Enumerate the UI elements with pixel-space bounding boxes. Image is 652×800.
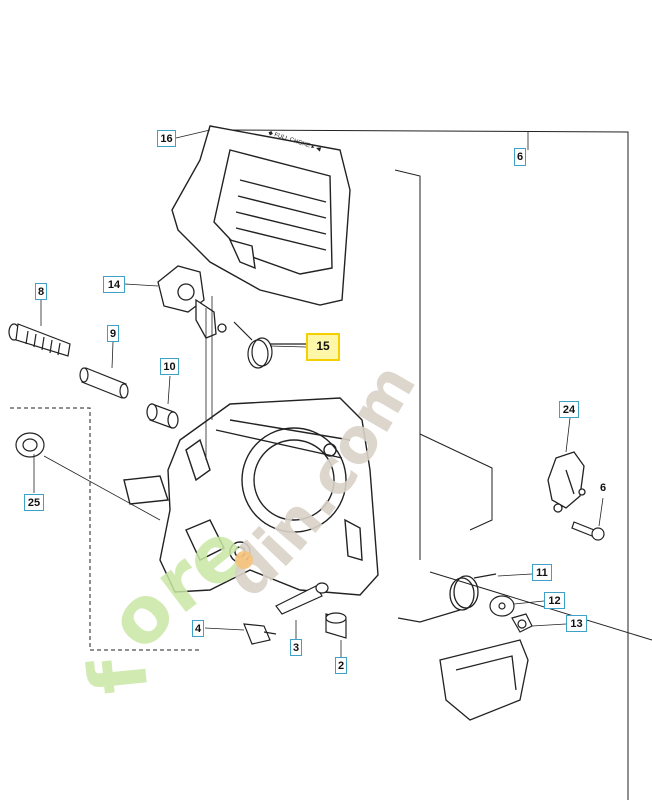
callout-24[interactable]: 24 <box>559 401 579 418</box>
callout-6-top[interactable]: 6 <box>514 148 526 166</box>
callout-10[interactable]: 10 <box>160 358 179 375</box>
pin-part-3 <box>275 582 329 615</box>
watermark-orange-dot <box>235 551 253 569</box>
callout-25[interactable]: 25 <box>24 494 44 511</box>
washer-part-25 <box>15 432 45 458</box>
starter-cover-part-16: ◆ FULL CHOKE ▸ ◀ <box>171 125 351 306</box>
callout-14[interactable]: 14 <box>103 276 125 293</box>
washer-part-12 <box>489 595 515 617</box>
sleeve-part-9 <box>79 367 129 399</box>
frame-lines <box>10 129 652 800</box>
callout-15-highlighted[interactable]: 15 <box>306 333 340 361</box>
callout-4[interactable]: 4 <box>192 620 204 637</box>
sleeve-part-2 <box>325 612 347 639</box>
stud-part-4 <box>243 623 277 645</box>
bushing-part-10 <box>146 403 179 429</box>
callout-6-lower: 6 <box>599 482 607 494</box>
nut-part-13 <box>511 613 533 633</box>
guide-fragment <box>439 639 529 721</box>
bolt-part-8 <box>8 323 71 357</box>
callout-9[interactable]: 9 <box>107 325 119 342</box>
spring-part-11 <box>397 573 497 623</box>
callout-13[interactable]: 13 <box>566 615 587 632</box>
leader-lines <box>33 129 604 658</box>
callout-8[interactable]: 8 <box>35 283 47 300</box>
lever-part-14 <box>157 265 227 339</box>
callout-3[interactable]: 3 <box>290 639 302 656</box>
callout-11[interactable]: 11 <box>532 564 552 581</box>
callout-2[interactable]: 2 <box>335 657 347 674</box>
trigger-part-24 <box>547 451 586 513</box>
spring-part-15 <box>233 321 306 369</box>
crankcase-body <box>123 397 379 596</box>
callout-16[interactable]: 16 <box>157 130 176 147</box>
callout-12[interactable]: 12 <box>544 592 565 609</box>
screw-part-6 <box>571 521 605 541</box>
